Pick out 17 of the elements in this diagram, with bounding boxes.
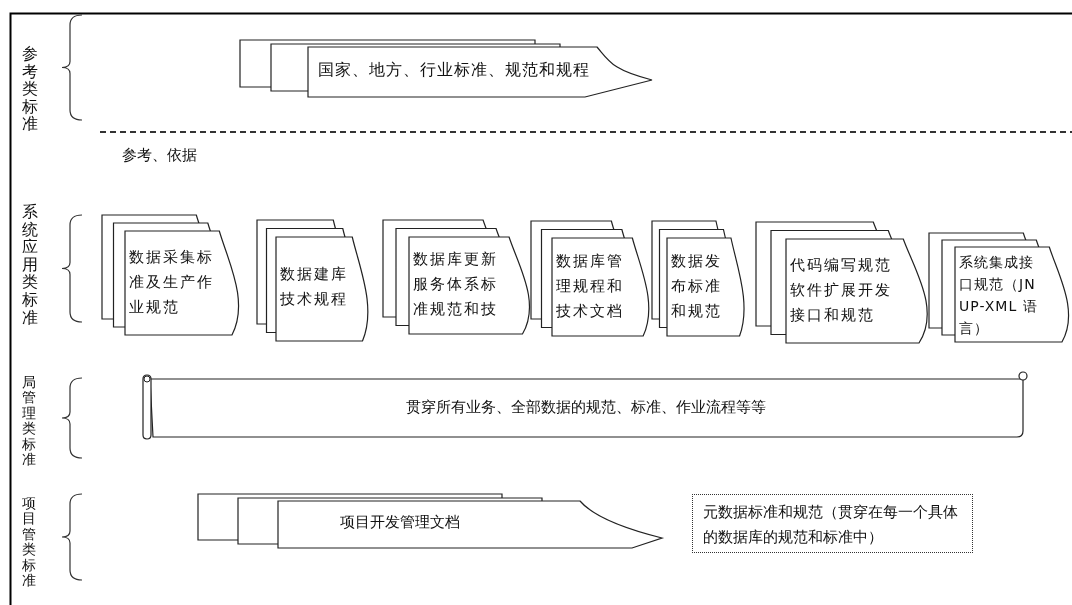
shape-text: 系统集成接口规范（JNUP-XML 语言） bbox=[959, 253, 1039, 338]
note-label: 参考、依据 bbox=[122, 146, 197, 165]
section-label: 参考类标准 bbox=[22, 45, 38, 133]
section-label: 系统应用类标准 bbox=[22, 203, 38, 327]
note-text: 元数据标准和规范（贯穿在每一个具体的数据库的规范和标准中） bbox=[703, 502, 959, 548]
shape-text: 贯穿所有业务、全部数据的规范、标准、作业流程等等 bbox=[405, 397, 767, 418]
shape-text: 数据发布标准和规范 bbox=[671, 251, 723, 322]
shape-text: 数据采集标准及生产作业规范 bbox=[129, 247, 215, 318]
shape-text: 项目开发管理文档 bbox=[340, 512, 460, 533]
shape-text: 数据建库技术规程 bbox=[280, 264, 349, 310]
shape-text: 代码编写规范软件扩展开发接口和规范 bbox=[790, 255, 893, 326]
dotted-note-box bbox=[692, 494, 973, 553]
section-label: 局管理类标准 bbox=[22, 375, 36, 468]
shape-text: 国家、地方、行业标准、规范和规程 bbox=[318, 59, 590, 81]
shape-text: 数据库更新服务体系标准规范和技 bbox=[413, 249, 499, 320]
shape-text: 数据库管理规程和技术文档 bbox=[556, 251, 625, 322]
section-label: 项目管类标准 bbox=[22, 496, 36, 589]
